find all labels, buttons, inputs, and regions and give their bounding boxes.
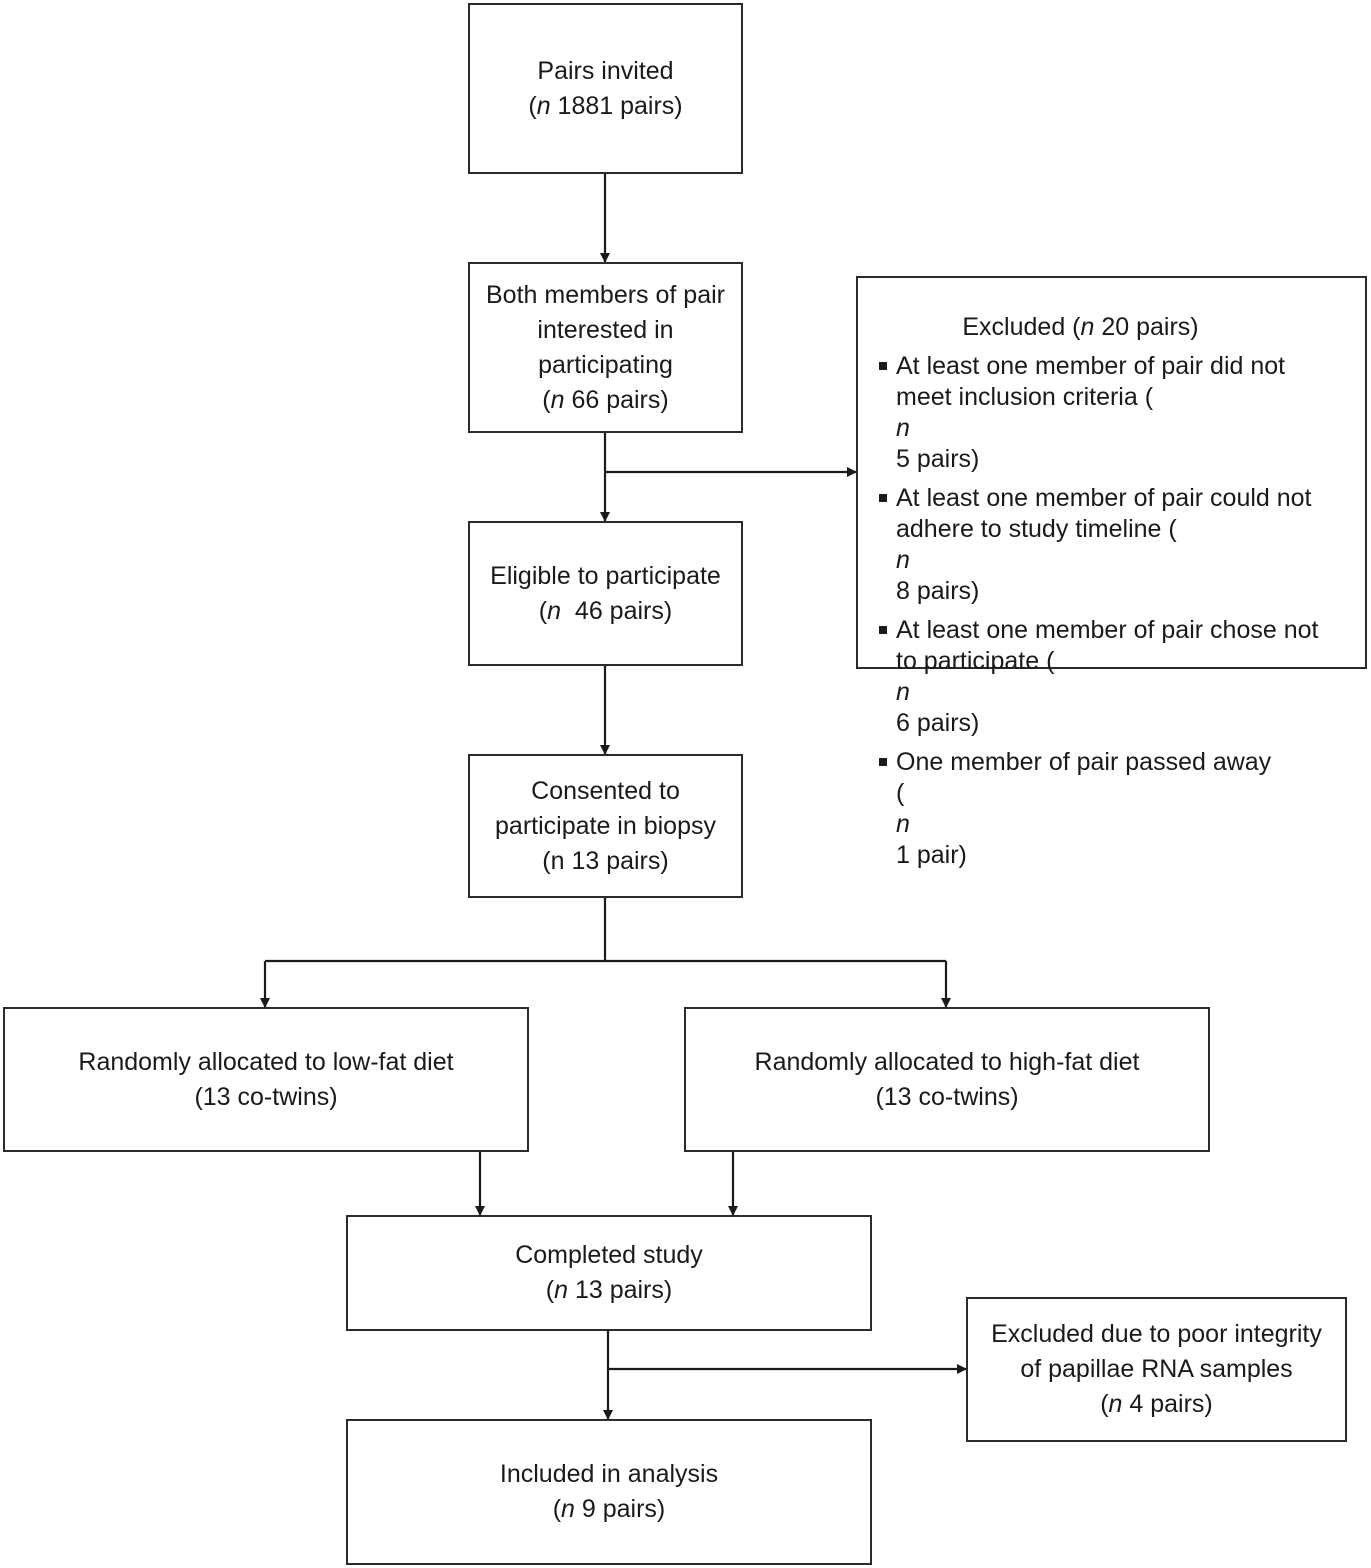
node-label: Excluded due to poor integrity (991, 1320, 1322, 1348)
node-label: participate in biopsy (495, 811, 716, 840)
node-label: participating (538, 350, 673, 379)
node-pairs-invited: Pairs invited (n 1881 pairs) (468, 3, 743, 174)
excluded-reasons-list: At least one member of pair did not meet… (876, 351, 1355, 879)
node-label: interested in (537, 315, 674, 344)
node-excluded-rna: Excluded due to poor integrity of papill… (966, 1297, 1347, 1442)
node-included: Included in analysis (n 9 pairs) (346, 1419, 872, 1565)
excluded-heading: Excluded (n 20 pairs) (962, 313, 1199, 341)
node-count: (n 46 pairs) (538, 596, 673, 625)
node-count: (n 9 pairs) (552, 1495, 666, 1523)
list-item: At least one member of pair did not meet… (876, 351, 1355, 475)
list-item: At least one member of pair chose not to… (876, 615, 1355, 739)
node-low-fat: Randomly allocated to low-fat diet (13 c… (3, 1007, 529, 1152)
node-eligible: Eligible to participate (n 46 pairs) (468, 521, 743, 666)
node-label: Eligible to participate (490, 561, 721, 590)
node-count: (n 1881 pairs) (528, 91, 683, 120)
node-label: Pairs invited (537, 56, 674, 85)
node-label: of papillae RNA samples (1020, 1355, 1293, 1383)
node-excluded: Excluded (n 20 pairs) At least one membe… (856, 276, 1367, 869)
list-item: At least one member of pair could not ad… (876, 483, 1355, 607)
node-count: (n 66 pairs) (542, 385, 669, 414)
node-label: Randomly allocated to low-fat diet (78, 1047, 454, 1076)
node-count: (n 4 pairs) (1100, 1390, 1213, 1418)
node-high-fat: Randomly allocated to high-fat diet (13 … (684, 1007, 1210, 1152)
node-completed: Completed study (n 13 pairs) (346, 1215, 872, 1331)
list-item: One member of pair passed away (n 1 pair… (876, 747, 1355, 871)
node-consented: Consented to participate in biopsy (n 13… (468, 754, 743, 898)
node-both-interested: Both members of pair interested in parti… (468, 262, 743, 433)
node-count: (n 13 pairs) (545, 1276, 673, 1304)
node-label: Included in analysis (499, 1460, 719, 1488)
node-label: Consented to (531, 776, 680, 805)
node-label: Completed study (515, 1241, 703, 1269)
node-count: (13 co-twins) (875, 1082, 1019, 1111)
node-label: Randomly allocated to high-fat diet (754, 1047, 1140, 1076)
node-label: Both members of pair (486, 280, 725, 309)
node-count: (n 13 pairs) (542, 846, 669, 875)
node-count: (13 co-twins) (194, 1082, 338, 1111)
